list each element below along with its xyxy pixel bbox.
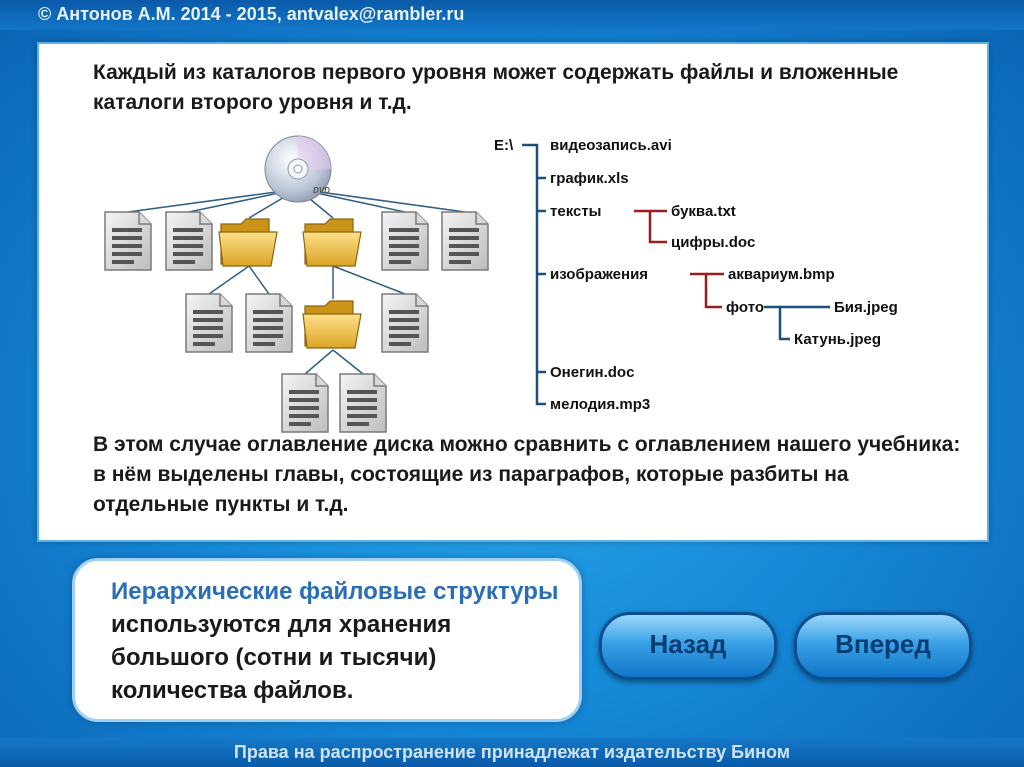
tree-item: мелодия.mp3 <box>550 396 650 413</box>
tree-item: аквариум.bmp <box>728 266 835 283</box>
file-icon <box>104 211 152 271</box>
info-callout: Иерархические файловые структуры использ… <box>72 558 582 722</box>
conclusion-text: В этом случае оглавление диска можно сра… <box>93 433 961 516</box>
footer-bar: Права на распространение принадлежат изд… <box>0 738 1024 767</box>
file-icon <box>441 211 489 271</box>
tree-item: Катунь.jpeg <box>794 331 881 348</box>
back-button[interactable]: Назад <box>599 612 777 680</box>
tree-item: график.xls <box>550 170 629 187</box>
file-icon <box>381 293 429 353</box>
intro-text: Каждый из каталогов первого уровня может… <box>93 61 899 114</box>
folder-icon <box>302 300 362 349</box>
tree-item: цифры.doc <box>671 234 755 251</box>
file-icon <box>185 293 233 353</box>
tree-item: Онегин.doc <box>550 364 634 381</box>
top-bar: © Антонов А.М. 2014 - 2015, antvalex@ram… <box>0 0 1024 30</box>
callout-rest: используются для хранения большого (сотн… <box>111 611 452 704</box>
file-icon <box>281 373 329 433</box>
rights-text: Права на распространение принадлежат изд… <box>233 742 791 762</box>
file-icon <box>381 211 429 271</box>
file-structure-diagram: DVD <box>104 135 489 433</box>
folder-icon <box>302 218 362 267</box>
dvd-disc-icon: DVD <box>264 135 332 203</box>
disc-label: DVD <box>313 186 330 195</box>
callout-text: Иерархические файловые структуры использ… <box>111 575 561 707</box>
callout-highlight: Иерархические файловые структуры <box>111 578 559 605</box>
content-panel: Каждый из каталогов первого уровня может… <box>37 42 989 542</box>
forward-button[interactable]: Вперед <box>794 612 972 680</box>
tree-item: изображения <box>550 266 648 283</box>
tree-item: буква.txt <box>671 203 736 220</box>
tree-item: видеозапись.avi <box>550 137 672 154</box>
copyright-text: © Антонов А.М. 2014 - 2015, antvalex@ram… <box>38 4 465 24</box>
directory-tree: E:\ видеозапись.avi график.xls тексты бу… <box>494 137 898 413</box>
folder-icon <box>218 218 278 267</box>
tree-item: тексты <box>550 203 602 220</box>
file-icon <box>165 211 213 271</box>
tree-item: фото <box>726 299 764 316</box>
tree-item: Бия.jpeg <box>834 299 898 316</box>
file-icon <box>245 293 293 353</box>
file-icon <box>339 373 387 433</box>
tree-root: E:\ <box>494 137 514 154</box>
